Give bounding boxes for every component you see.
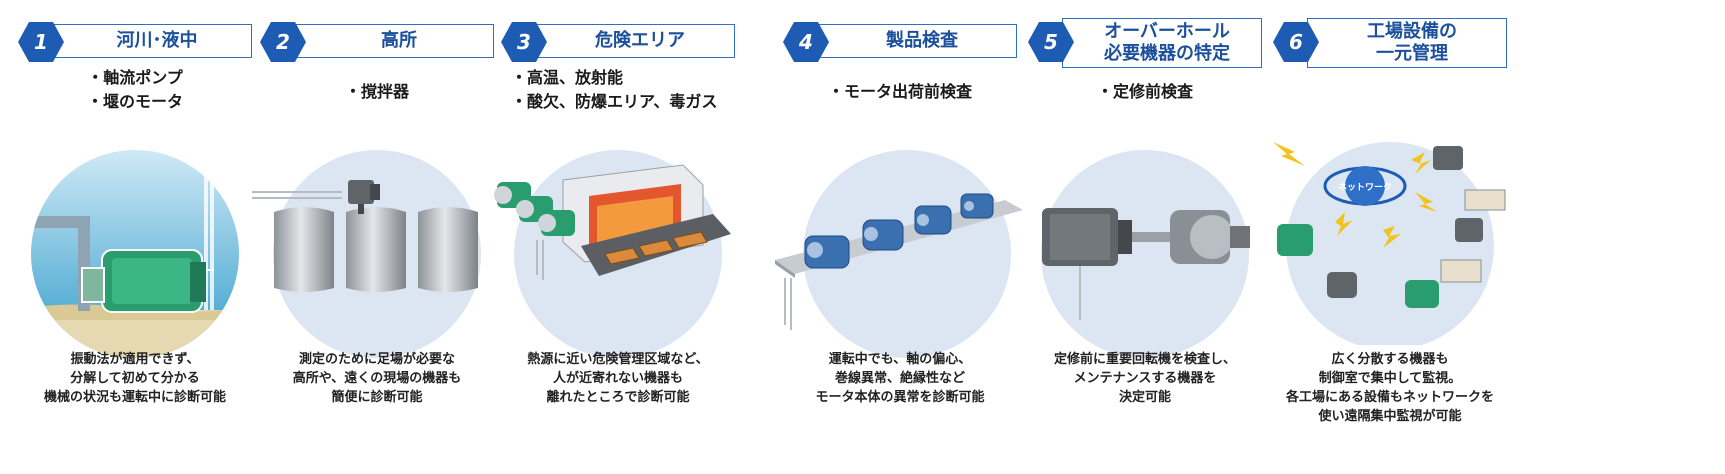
badge-number: 3 [517, 30, 531, 54]
bullet-item: ・堰のモータ [86, 92, 183, 111]
panel-description: 広く分散する機器も 制御室で集中して監視。 各工場にある設備もネットワークを 使… [1265, 350, 1515, 426]
description-line: 定修前に重要回転機を検査し、 [1053, 352, 1236, 367]
panel-title-line: 一元管理 [1376, 43, 1448, 64]
description-line: 振動法が適用できず、 [70, 352, 200, 367]
number-badge: 3 [501, 22, 547, 62]
number-badge: 6 [1273, 22, 1319, 62]
furnace-conveyor-illustration [494, 150, 731, 358]
silo-agitator-illustration [252, 150, 481, 358]
badge-number: 6 [1289, 30, 1303, 54]
panel-title-line: 工場設備の [1367, 21, 1457, 42]
network-label: ネットワーク [1338, 182, 1392, 193]
description-line: 離れたところで診断可能 [546, 390, 690, 405]
description-line: 機械の状況も運転中に診断可能 [43, 390, 226, 405]
motor-line-illustration [775, 150, 1023, 358]
description-line: 使い遠隔集中監視が可能 [1318, 409, 1462, 424]
badge-number: 1 [34, 30, 48, 54]
description-line: 高所や、遠くの現場の機器も [292, 371, 462, 386]
description-line: 分解して初めて分かる [70, 371, 200, 386]
bullet-item: ・酸欠、防爆エリア、毒ガス [511, 92, 718, 111]
panel-title-line: 高所 [381, 30, 417, 51]
description-line: メンテナンスする機器を [1073, 371, 1217, 386]
panel-title-line: オーバーホール [1104, 21, 1230, 42]
number-badge: 5 [1028, 22, 1074, 62]
badge-number: 2 [276, 30, 290, 54]
bullet-item: ・モータ出荷前検査 [827, 82, 972, 101]
panel-description: 運転中でも、軸の偏心、 巻線異常、絶縁性など モータ本体の異常を診断可能 [775, 350, 1025, 407]
bullet-item: ・定修前検査 [1096, 82, 1193, 101]
panel-danger-area: 危険エリア 3 ・高温、放射能 ・酸欠、防爆エリア、毒ガス [493, 0, 743, 474]
panel-title: 工場設備の 一元管理 [1307, 18, 1507, 68]
panel-description: 定修前に重要回転機を検査し、 メンテナンスする機器を 決定可能 [1020, 350, 1270, 407]
description-line: 測定のために足場が必要な [298, 352, 455, 367]
river-pump-illustration [31, 150, 239, 358]
bullet-item: ・撹拌器 [344, 82, 409, 101]
panel-description: 測定のために足場が必要な 高所や、遠くの現場の機器も 簡便に診断可能 [252, 350, 502, 407]
panel-title-line: 製品検査 [886, 30, 958, 51]
panel-title: 高所 [294, 24, 494, 58]
bullet-item: ・高温、放射能 [511, 68, 624, 87]
panel-title-line: 危険エリア [595, 30, 685, 51]
bullet-item: ・軸流ポンプ [87, 68, 183, 87]
description-line: 巻線異常、絶縁性など [834, 371, 965, 386]
number-badge: 2 [260, 22, 306, 62]
motor-pump-illustration [1041, 150, 1250, 358]
description-line: 熱源に近い危険管理区域など、 [527, 352, 709, 367]
bullet-list: ・モータ出荷前検査 [775, 80, 1025, 104]
panel-title: 河川･液中 [52, 24, 252, 58]
panel-title: オーバーホール 必要機器の特定 [1062, 18, 1262, 68]
panel-product-inspection: 製品検査 4 ・モータ出荷前検査 運転中でも、軸の偏心、 巻線異常、絶縁性など … [775, 0, 1025, 474]
badge-number: 5 [1044, 30, 1058, 54]
panel-title: 危険エリア [535, 24, 735, 58]
description-line: 制御室で集中して監視。 [1318, 371, 1462, 386]
bullet-list: ・撹拌器 [252, 80, 502, 104]
panel-title-line: 必要機器の特定 [1104, 43, 1230, 64]
panel-description: 振動法が適用できず、 分解して初めて分かる 機械の状況も運転中に診断可能 [10, 350, 260, 407]
panel-river: 河川･液中 1 ・軸流ポンプ ・堰のモータ 振動法 [10, 0, 260, 474]
description-line: 決定可能 [1118, 390, 1171, 405]
panel-description: 熱源に近い危険管理区域など、 人が近寄れない機器も 離れたところで診断可能 [493, 350, 743, 407]
description-line: 広く分散する機器も [1331, 352, 1449, 367]
panel-title: 製品検査 [817, 24, 1017, 58]
description-line: 各工場にある設備もネットワークを [1285, 390, 1494, 405]
description-line: 簡便に診断可能 [331, 390, 423, 405]
panel-overhaul: オーバーホール 必要機器の特定 5 ・定修前検査 定修前に重要回転機を検査し、 … [1020, 0, 1270, 474]
bullet-list: ・軸流ポンプ ・堰のモータ [10, 66, 260, 114]
number-badge: 4 [783, 22, 829, 62]
panel-central-management: 工場設備の 一元管理 6 ネットワーク 広く分散する機器も 制御室 [1265, 0, 1515, 474]
description-line: 運転中でも、軸の偏心、 [828, 352, 972, 367]
panel-high-place: 高所 2 ・撹拌器 測定のために足場が必要な 高所や、遠くの現場の機器も 簡便に… [252, 0, 502, 474]
badge-number: 4 [799, 30, 813, 54]
bullet-list: ・高温、放射能 ・酸欠、防爆エリア、毒ガス [511, 66, 751, 114]
description-line: 人が近寄れない機器も [552, 371, 683, 386]
number-badge: 1 [18, 22, 64, 62]
bullet-list: ・定修前検査 [1020, 80, 1270, 104]
description-line: モータ本体の異常を診断可能 [815, 390, 985, 405]
panel-title-line: 河川･液中 [116, 30, 198, 51]
network-illustration: ネットワーク [1273, 142, 1506, 345]
